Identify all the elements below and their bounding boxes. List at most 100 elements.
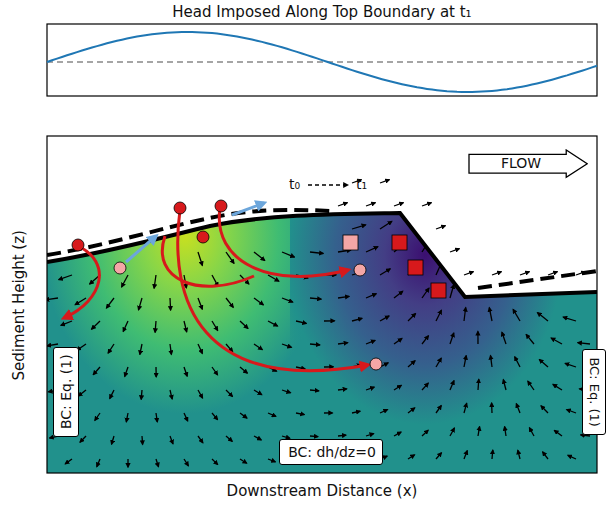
flow-vector	[141, 436, 143, 445]
main-panel-frame	[47, 136, 597, 473]
flow-vector	[408, 455, 415, 459]
flow-vector	[93, 367, 100, 375]
flow-vector	[450, 381, 454, 390]
flow-vector	[61, 321, 72, 325]
flow-vector	[366, 294, 376, 298]
flow-vector	[394, 291, 403, 298]
node-label: FLOW	[501, 156, 541, 171]
flow-vector	[436, 358, 441, 367]
bed-profile-t1	[47, 213, 597, 297]
particles	[72, 200, 446, 370]
bed-profile-t0	[478, 271, 597, 288]
flow-vector	[436, 310, 441, 321]
flow-vector	[578, 343, 590, 344]
flow-arrow: FLOW	[468, 149, 588, 178]
flow-vector	[422, 203, 431, 206]
flow-vector	[170, 344, 171, 355]
flow-vector	[296, 413, 304, 415]
flow-vector	[139, 298, 143, 310]
flow-vector	[212, 413, 218, 420]
flow-vector	[422, 336, 429, 344]
flow-vector	[436, 453, 442, 459]
flow-vector	[95, 413, 100, 421]
flow-vector	[122, 275, 128, 287]
flow-vector	[537, 313, 548, 321]
flow-vector	[106, 298, 114, 308]
flow-vector	[184, 321, 187, 332]
flow-vector	[110, 390, 114, 399]
flow-vector	[212, 367, 218, 375]
flow-vector	[491, 403, 493, 413]
flow-vector	[254, 390, 262, 395]
flow-vector	[464, 356, 466, 367]
time-label: t₁	[356, 177, 367, 192]
flow-vector	[352, 318, 362, 321]
flow-vector	[422, 383, 428, 390]
flow-vector	[567, 410, 576, 414]
flow-vector	[515, 357, 520, 367]
flow-vector	[518, 450, 520, 459]
flow-vector	[450, 333, 454, 344]
node-label: BC: dh/dz=0	[288, 445, 374, 460]
flow-vector	[170, 436, 173, 444]
flow-vector	[226, 436, 232, 441]
flow-vector	[380, 269, 390, 275]
flow-vector	[539, 359, 548, 367]
flow-vector	[503, 380, 506, 390]
flow-vector	[338, 389, 347, 390]
flow-vector	[226, 390, 233, 397]
flow-vector	[154, 275, 156, 288]
flow-vector	[581, 435, 590, 436]
flow-vector	[380, 316, 389, 321]
time-label: t₀	[289, 177, 300, 192]
flow-vector	[394, 338, 402, 344]
flow-vector	[310, 344, 320, 345]
flow-vector	[126, 413, 128, 422]
flow-vector	[513, 309, 520, 321]
boundary-condition-box: BC: Eq. (1)	[53, 347, 78, 438]
flow-vector	[140, 344, 142, 355]
flow-vector	[380, 180, 389, 183]
flow-vector	[141, 390, 143, 399]
flow-vector	[526, 334, 534, 344]
flow-vector	[520, 272, 529, 275]
flow-vector	[324, 320, 335, 322]
flow-vector	[366, 203, 375, 206]
flow-vector	[282, 344, 292, 347]
flow-vector	[548, 272, 557, 275]
flow-vector	[310, 389, 319, 391]
flow-vector	[551, 338, 562, 344]
flow-vector	[198, 252, 202, 266]
boundary-condition-box: BC: Eq. (1)	[582, 349, 606, 434]
flow-vector	[198, 344, 202, 354]
flow-vector	[65, 459, 72, 464]
flow-vector	[492, 272, 501, 275]
flow-vector	[394, 203, 403, 206]
flow-vector	[491, 356, 493, 368]
flow-vector	[489, 308, 492, 321]
flow-vector	[184, 367, 187, 376]
mean-head-line	[47, 61, 597, 63]
flow-vector	[505, 427, 506, 436]
flow-vector	[156, 413, 157, 422]
flow-vector	[366, 340, 375, 344]
flow-vector	[502, 332, 506, 344]
flow-vector	[282, 436, 290, 438]
flow-vector	[310, 252, 323, 254]
flow-vector	[268, 321, 278, 326]
flow-vector	[450, 428, 454, 436]
sediment-ground	[47, 136, 597, 473]
flow-vector	[97, 459, 100, 467]
flow-vector	[408, 408, 415, 413]
flow-vector	[477, 379, 479, 390]
flow-vector	[338, 296, 349, 298]
flow-vector	[422, 288, 429, 298]
flow-vector	[154, 321, 156, 332]
flow-vector	[491, 450, 493, 459]
node-label: BC: Eq. (1)	[587, 357, 601, 426]
flow-vector	[170, 390, 172, 399]
particle-paths	[64, 208, 368, 371]
flow-vector	[254, 252, 265, 261]
flow-vector	[254, 344, 262, 350]
